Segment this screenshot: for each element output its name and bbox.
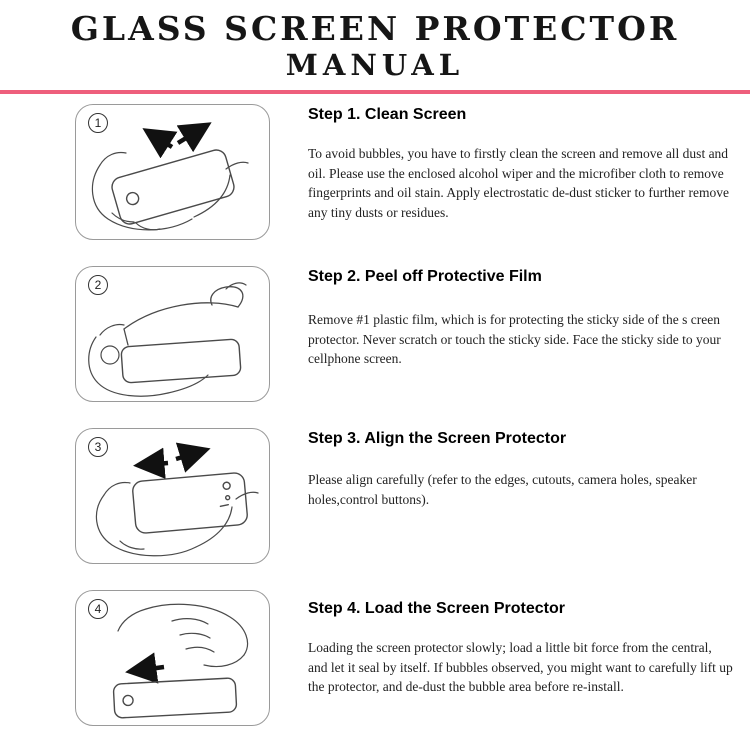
step-2-text: Step 2. Peel off Protective Film Remove … bbox=[308, 266, 733, 369]
step-4-body: Loading the screen protector slowly; loa… bbox=[308, 639, 733, 695]
align-arrows-icon bbox=[133, 442, 211, 479]
step-3-heading: Step 3. Align the Screen Protector bbox=[308, 429, 567, 447]
step-3-text: Step 3. Align the Screen Protector Pleas… bbox=[308, 428, 733, 509]
step-4-figure: 4 bbox=[75, 589, 270, 726]
step-1-body: To avoid bubbles, you have to firstly cl… bbox=[308, 145, 730, 220]
hand-wiping-phone-illustration bbox=[91, 122, 249, 231]
manual-title: GLASS SCREEN PROTECTOR MANUAL bbox=[0, 0, 750, 82]
step-2-number-badge: 2 bbox=[88, 274, 108, 295]
step-1-text: Step 1. Clean Screen To avoid bubbles, y… bbox=[308, 104, 733, 222]
step-4-heading: Step 4. Load the Screen Protector bbox=[308, 599, 565, 617]
step-2-heading: Step 2. Peel off Protective Film bbox=[308, 267, 542, 285]
phone-outline bbox=[132, 472, 248, 534]
step-3-figure: 3 bbox=[75, 427, 270, 564]
step-2-figure: 2 bbox=[75, 265, 270, 402]
step-4-text: Step 4. Load the Screen Protector Loadin… bbox=[308, 590, 733, 697]
hand-lines bbox=[88, 282, 247, 397]
hand-lines bbox=[95, 481, 259, 557]
hand-lines bbox=[91, 151, 249, 231]
phone-outline bbox=[111, 149, 235, 225]
step-4-row: 4 bbox=[75, 589, 750, 726]
step-3-row: 3 bbox=[75, 427, 750, 564]
title-line-1: GLASS SCREEN PROTECTOR bbox=[70, 9, 680, 48]
step-2-body: Remove #1 plastic film, which is for pro… bbox=[308, 311, 721, 367]
film-sheet bbox=[123, 286, 244, 346]
step-1-figure: 1 bbox=[75, 103, 270, 240]
title-line-2: MANUAL bbox=[285, 47, 465, 82]
step-1-heading: Step 1. Clean Screen bbox=[308, 105, 467, 123]
accent-divider bbox=[0, 89, 750, 94]
steps-list: 1 bbox=[0, 94, 750, 726]
peeling-film-illustration bbox=[88, 282, 247, 397]
step-2-row: 2 bbox=[75, 265, 750, 402]
press-arrow-icon bbox=[125, 652, 165, 684]
step-1-number-badge: 1 bbox=[88, 112, 108, 133]
step-3-number-badge: 3 bbox=[88, 436, 108, 457]
aligning-protector-illustration bbox=[95, 442, 259, 557]
swipe-arrows-icon bbox=[142, 122, 212, 159]
step-1-row: 1 bbox=[75, 103, 750, 240]
phone-outline bbox=[120, 338, 242, 384]
pressing-protector-illustration bbox=[112, 603, 249, 719]
hand-lines bbox=[117, 603, 249, 668]
step-4-number-badge: 4 bbox=[88, 598, 108, 619]
step-3-body: Please align carefully (refer to the edg… bbox=[308, 471, 697, 507]
phone-outline bbox=[112, 677, 238, 719]
